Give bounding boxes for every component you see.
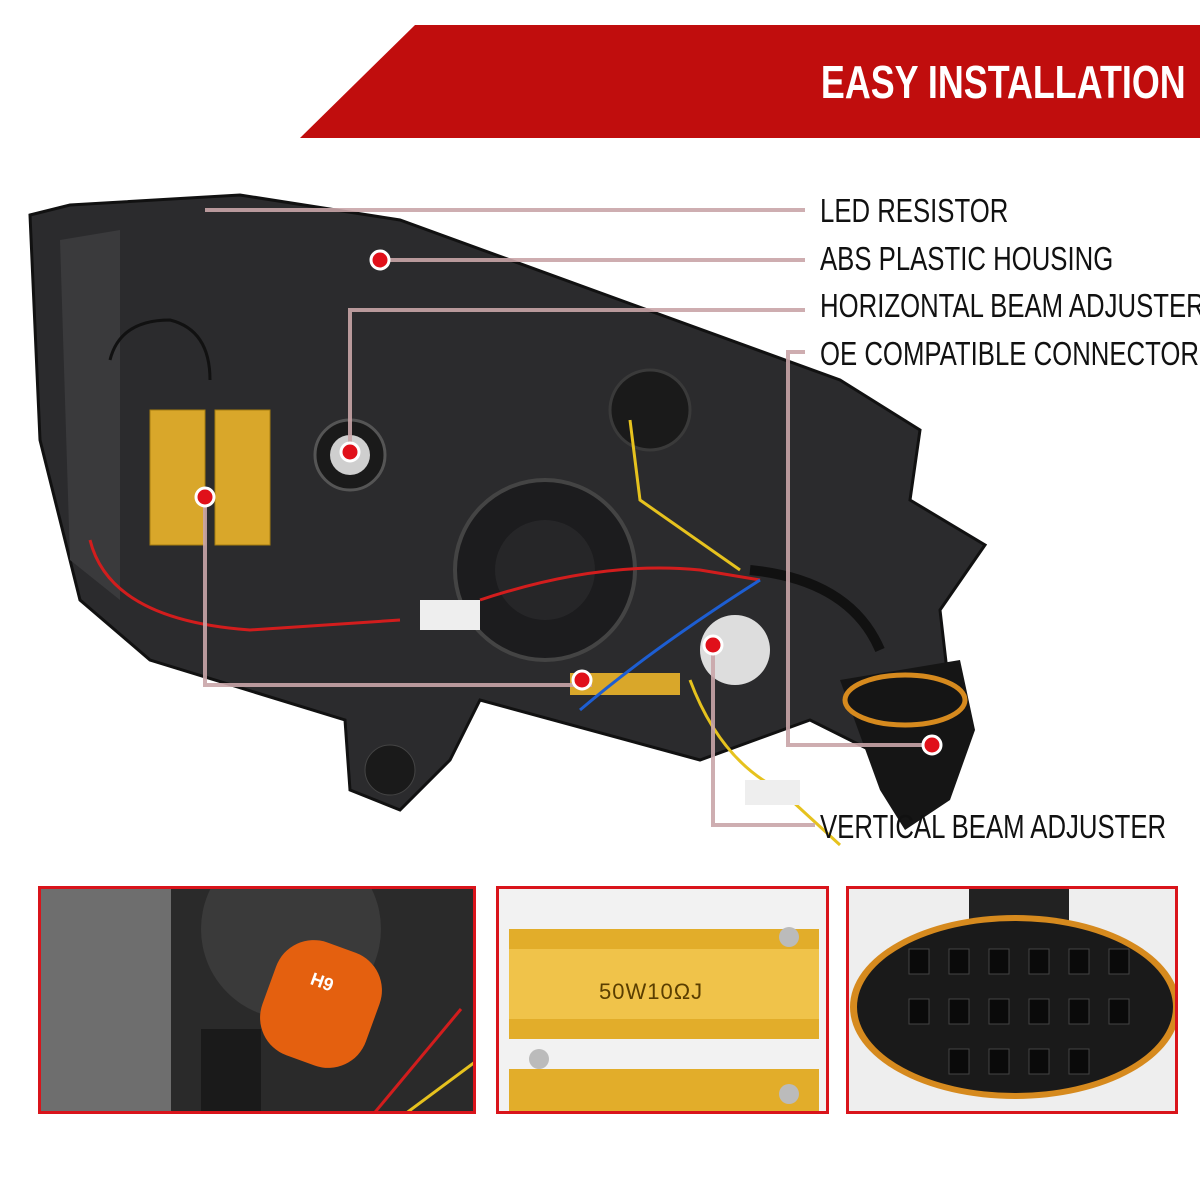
led-resistor-1 [149, 409, 206, 546]
marker-connector [921, 734, 943, 756]
banner-title: EASY INSTALLATION [821, 56, 1186, 108]
title-banner: EASY INSTALLATION [300, 25, 1200, 138]
label-horizontal-beam-adjuster: HORIZONTAL BEAM ADJUSTER [820, 287, 1200, 324]
label-abs-housing: ABS PLASTIC HOUSING [820, 240, 1114, 277]
resistor-print: 50W10ΩJ [599, 979, 704, 1004]
label-led-resistor: LED RESISTOR [820, 192, 1009, 229]
h9-bulb [260, 940, 382, 1068]
headlight-illustration [28, 193, 988, 847]
marker-vertical-adjuster [702, 634, 724, 656]
callout-line-connector [786, 350, 932, 747]
label-vertical-beam-adjuster: VERTICAL BEAM ADJUSTER [820, 808, 1167, 845]
inset-bulb-closeup: H9 [38, 886, 476, 1114]
label-oe-connector: OE COMPATIBLE CONNECTOR [820, 335, 1200, 372]
callout-line-vertical [711, 645, 815, 827]
callout-line-horizontal [348, 308, 805, 452]
inset-connector-closeup [846, 886, 1178, 1114]
inset-resistor-closeup: 50W10ΩJ [496, 886, 829, 1114]
marker-housing [369, 249, 391, 271]
marker-led-resistor [194, 486, 216, 508]
marker-horizontal-adjuster [339, 441, 361, 463]
led-resistor-2 [214, 409, 271, 546]
